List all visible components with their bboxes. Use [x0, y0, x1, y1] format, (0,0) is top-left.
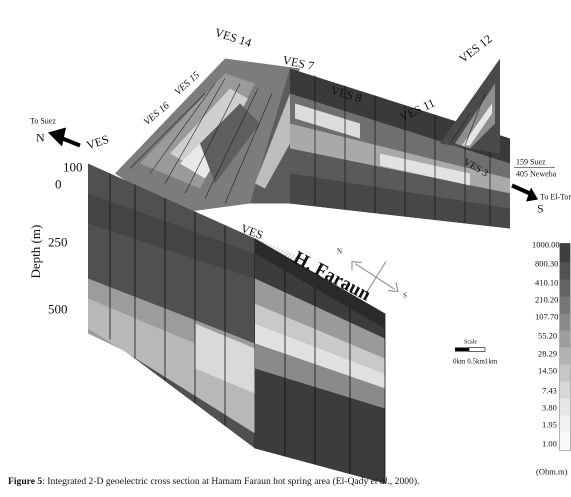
road-suez-label: 159 Suez [516, 158, 546, 167]
legend-value: 1.95 [542, 420, 557, 430]
depth-axis-title: Depth (m) [28, 225, 43, 279]
legend-value: 55.20 [538, 331, 557, 341]
legend-value: 1000.00 [532, 240, 560, 250]
depth-tick-250: 250 [48, 235, 68, 250]
to-suez-label: To Suez [30, 117, 56, 126]
south-letter: S [537, 202, 544, 216]
scale-title: Scale [464, 340, 477, 346]
depth-tick-500: 500 [48, 302, 68, 317]
south-arrow: 159 Suez 405 Neweba To El-Tor S [511, 158, 571, 216]
figure-caption: Figure 5: Integrated 2-D geoelectric cro… [8, 476, 568, 488]
legend-value: 28.29 [538, 349, 557, 359]
front-left-panel [88, 163, 256, 449]
inner-panel [250, 68, 290, 204]
south-arrow-shaft [511, 183, 531, 196]
back-left-panel [115, 58, 300, 214]
south-arrow-head [526, 187, 538, 202]
north-letter: N [36, 131, 45, 145]
legend-value: 107.70 [535, 312, 558, 322]
ves-14-label: VES 14 [213, 25, 253, 50]
depth-tick-100: 100 [63, 160, 83, 175]
to-el-tor-label: To El-Tor [540, 193, 571, 202]
depth-tick-0: 0 [55, 177, 62, 192]
resistivity-legend: 1000.00 800.30 410.10 210.20 107.70 55.2… [532, 240, 571, 477]
legend-value: 210.20 [535, 295, 558, 305]
legend-value: 1.00 [542, 439, 557, 449]
caption-et-al: et al [370, 476, 388, 487]
figure-number: Figure 5 [8, 476, 43, 487]
scale-bar-black [455, 347, 469, 352]
road-neweba-label: 405 Neweba [516, 170, 557, 179]
scale-bar-white [468, 347, 486, 352]
ves-7-label: VES 7 [281, 53, 315, 73]
compass-n: N [337, 248, 342, 256]
scale-labels: 0km 0.5km1km [453, 358, 498, 366]
ves-12-label: VES 12 [456, 32, 494, 66]
legend-value: 14.50 [538, 366, 557, 376]
ves12-panel [440, 58, 500, 154]
depth-axis: Depth (m) 100 0 250 500 [28, 160, 83, 317]
north-arrow: To Suez N [30, 117, 81, 148]
north-arrow-head [48, 127, 66, 147]
front-right-cap [255, 238, 385, 329]
legend-unit: (Ohm.m) [536, 467, 568, 477]
legend-value: 800.30 [535, 259, 558, 269]
caption-text: : Integrated 2-D geoelectric cross secti… [42, 476, 371, 487]
legend-value: 7.43 [542, 386, 557, 396]
legend-value: 410.10 [535, 278, 558, 288]
compass-rose: N S [337, 248, 407, 300]
ves-left-label: VES [85, 132, 111, 152]
legend-value: 3.80 [542, 403, 557, 413]
compass-s: S [403, 292, 407, 300]
front-cap-hatch [250, 238, 305, 264]
scale-bar: Scale 0km 0.5km1km [453, 340, 498, 366]
middle-panel [290, 68, 510, 229]
caption-tail: ., 2000). [387, 476, 420, 487]
